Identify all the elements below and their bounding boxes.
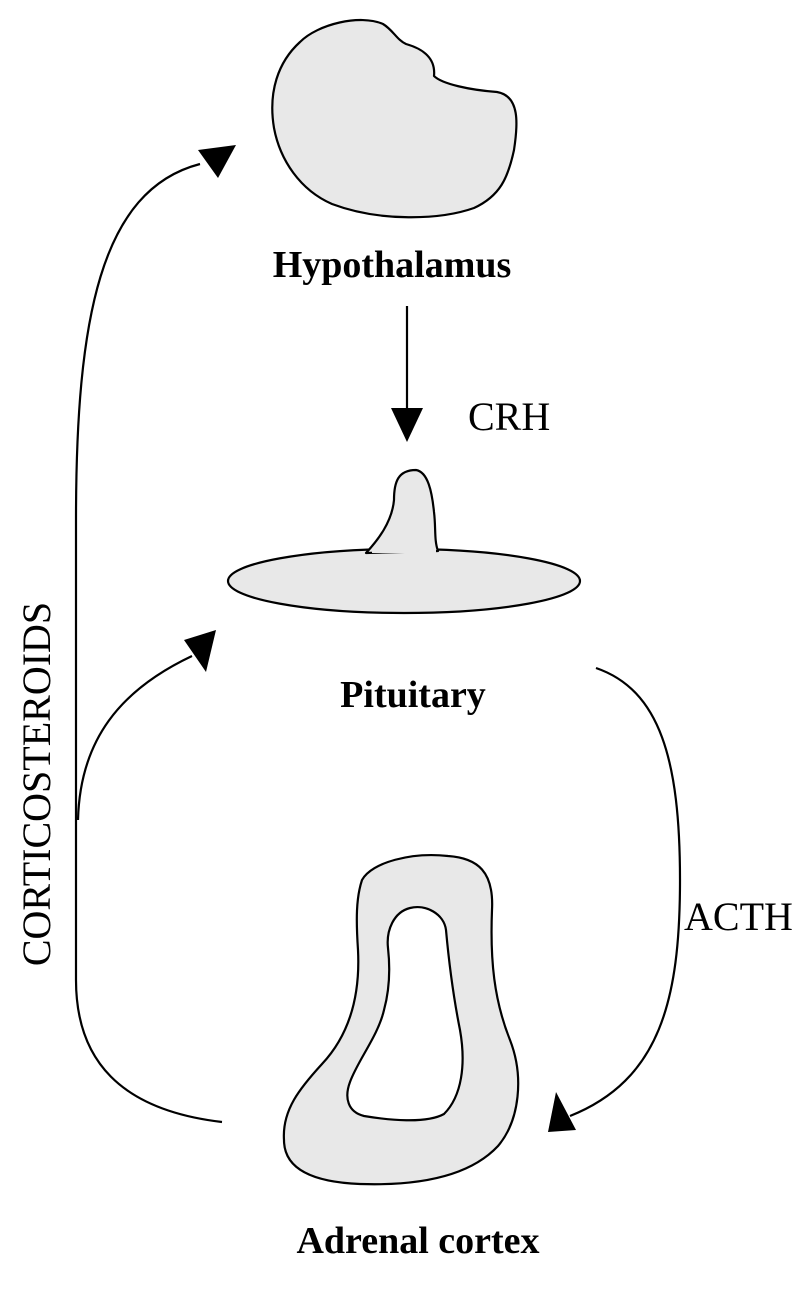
crh-arrow-head [391,408,423,442]
corticosteroids-hypothalamus-arrow-head [198,145,236,178]
corticosteroids-pituitary-arrow-line [78,656,192,820]
pituitary-label: Pituitary [340,674,486,716]
adrenal-cortex-shape [284,855,518,1184]
corticosteroids-pituitary-arrow-head [184,630,216,672]
acth-label: ACTH [684,894,793,939]
acth-arrow-head [548,1092,576,1132]
pituitary-disc [228,549,580,613]
hypothalamus-shape [272,20,516,217]
hypothalamus-label: Hypothalamus [273,244,512,286]
acth-arrow-line [570,668,680,1116]
corticosteroids-label: CORTICOSTEROIDS [14,602,59,966]
adrenal-cortex-label: Adrenal cortex [296,1220,539,1262]
pituitary-stalk [366,470,438,553]
crh-label: CRH [468,394,550,439]
